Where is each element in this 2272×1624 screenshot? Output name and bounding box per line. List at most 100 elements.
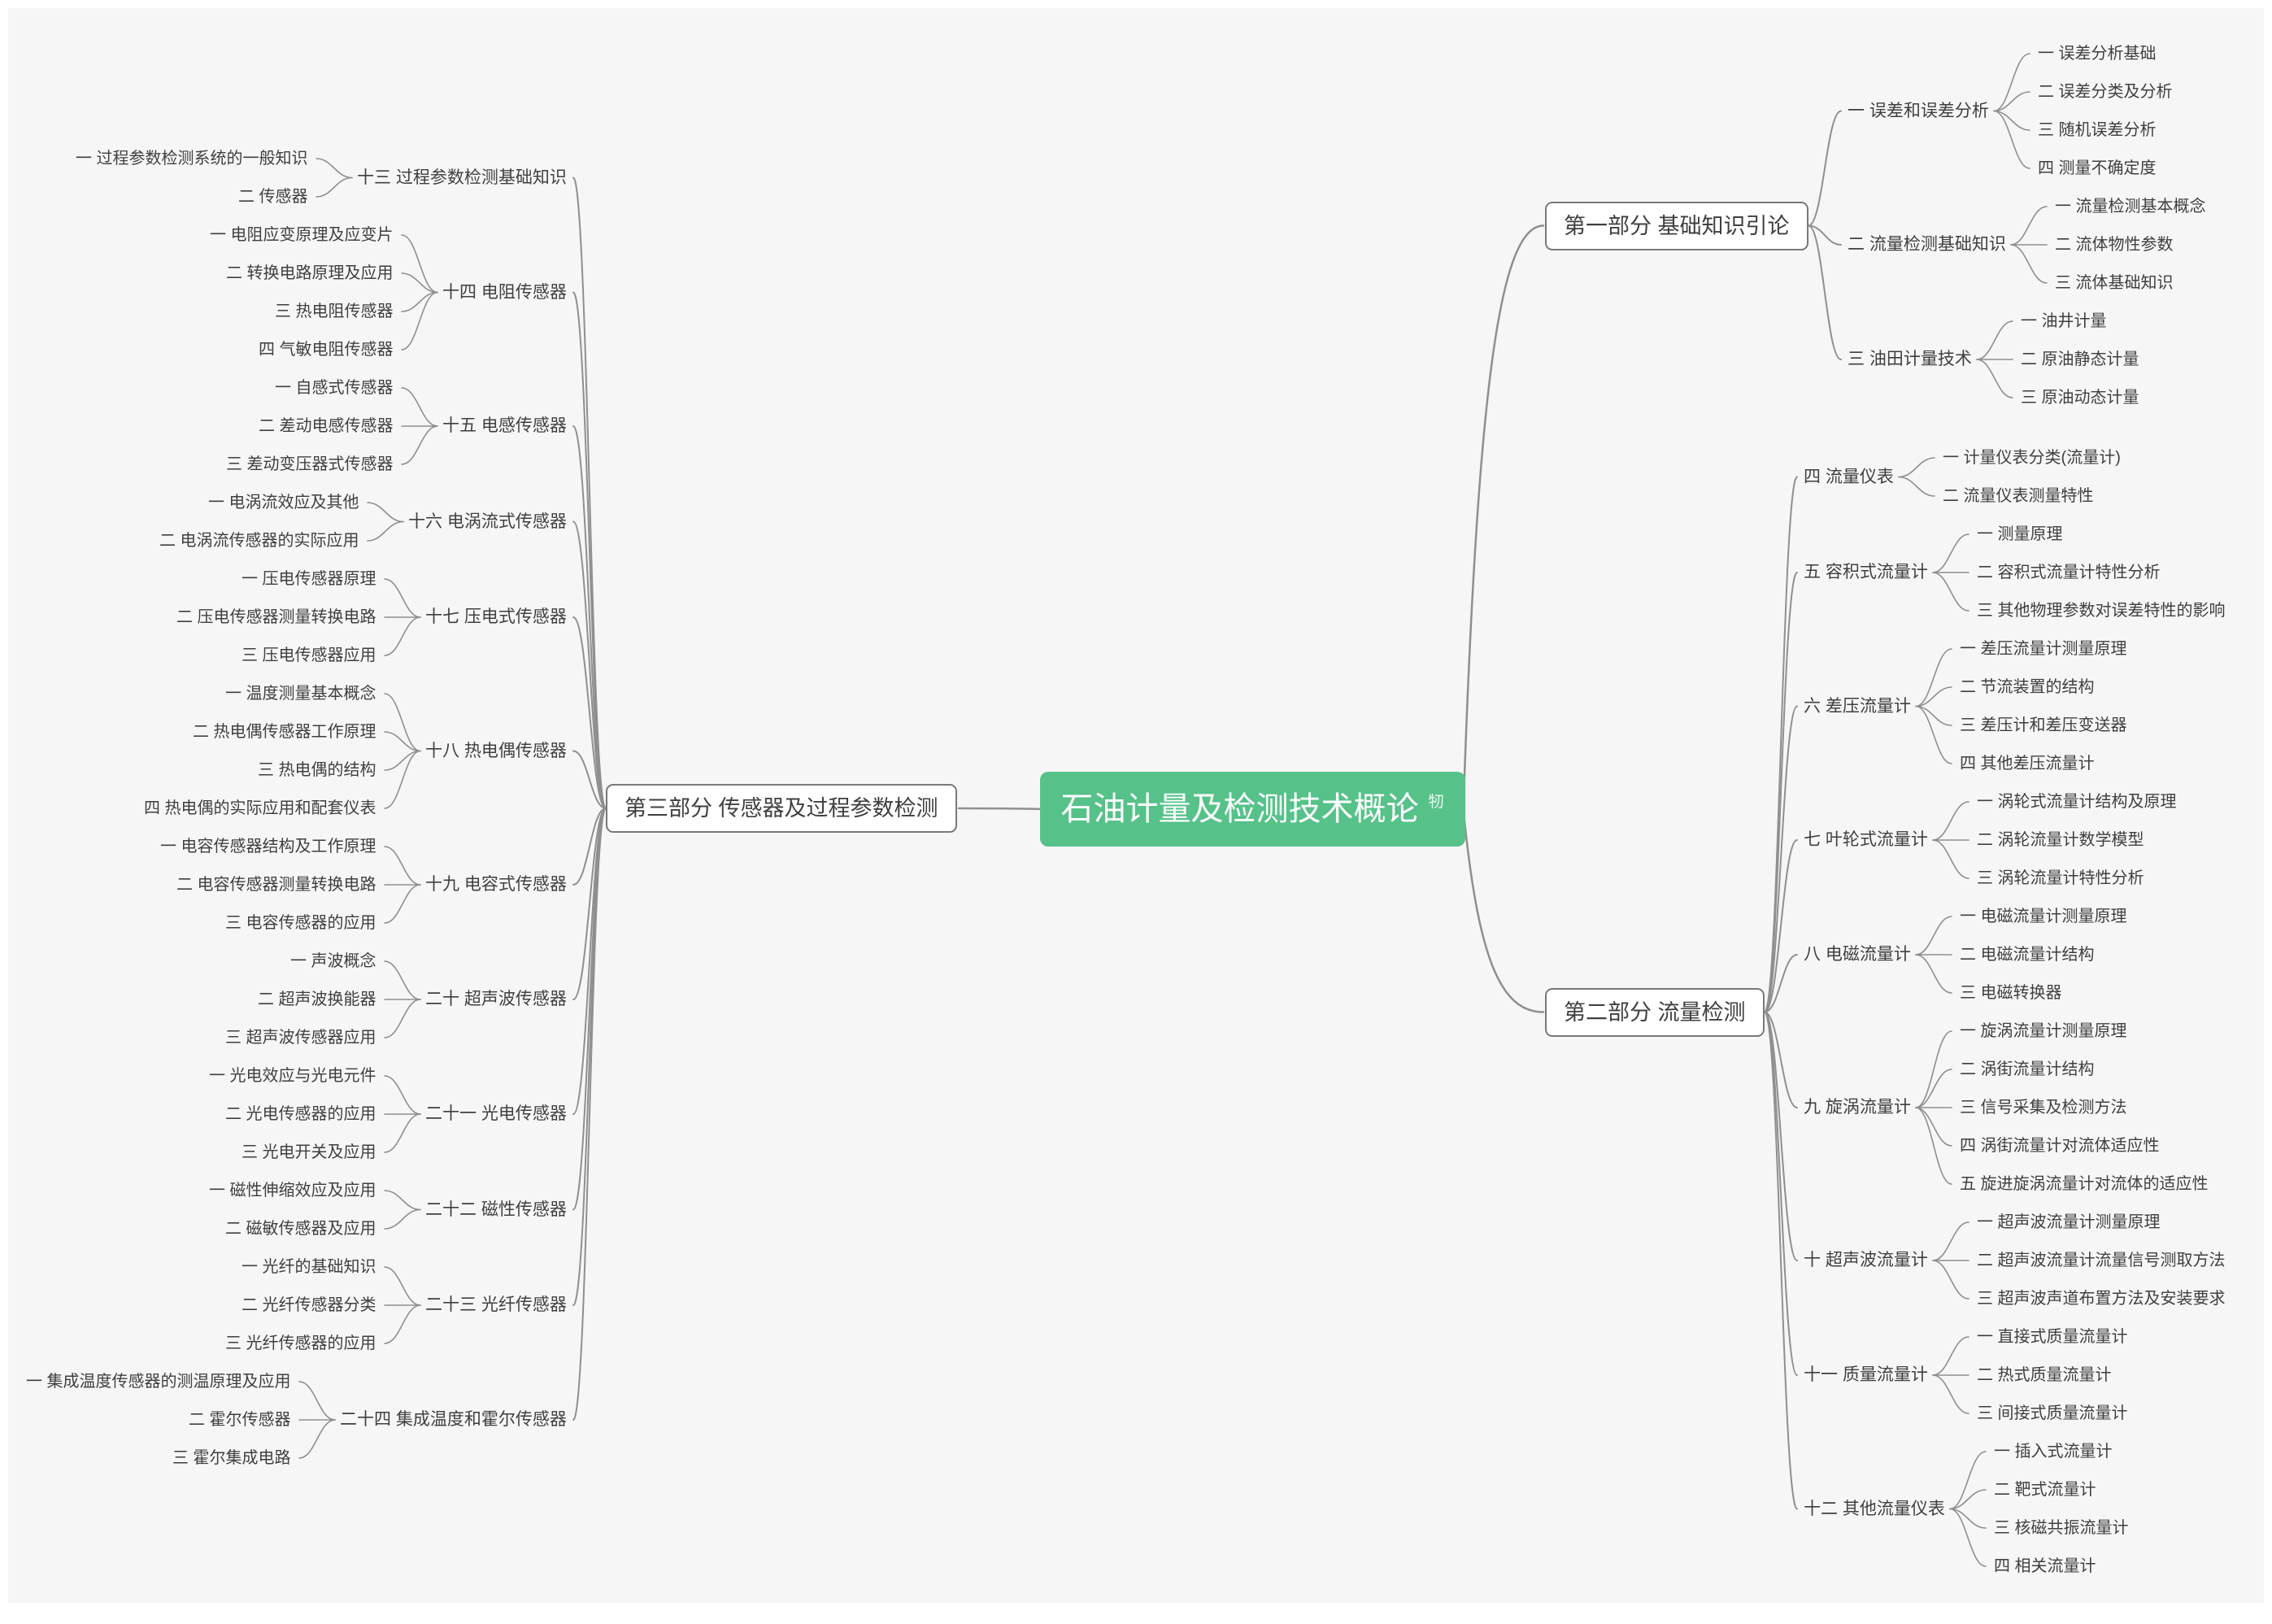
chapter-topic[interactable]: 四 流量仪表: [1804, 467, 1894, 486]
leaf-topic[interactable]: 一 温度测量基本概念: [225, 685, 376, 703]
leaf-topic[interactable]: 二 电容传感器测量转换电路: [176, 876, 376, 894]
leaf-topic[interactable]: 一 磁性伸缩效应及应用: [209, 1182, 376, 1199]
root-topic[interactable]: 石油计量及检测技术概论牣: [1039, 772, 1465, 847]
leaf-topic[interactable]: 一 集成温度传感器的测温原理及应用: [26, 1373, 291, 1391]
leaf-topic[interactable]: 三 差动变压器式传感器: [226, 455, 394, 473]
leaf-topic[interactable]: 二 电涡流传感器的实际应用: [159, 532, 359, 550]
leaf-topic[interactable]: 五 旋进旋涡流量计对流体的适应性: [1960, 1175, 2209, 1193]
leaf-topic[interactable]: 二 流量仪表测量特性: [1943, 487, 2094, 505]
leaf-topic[interactable]: 二 涡街流量计结构: [1960, 1060, 2095, 1078]
leaf-topic[interactable]: 三 超声波声道布置方法及安装要求: [1977, 1290, 2226, 1308]
chapter-topic[interactable]: 十一 质量流量计: [1804, 1365, 1928, 1384]
leaf-topic[interactable]: 二 光电传感器的应用: [225, 1105, 376, 1123]
leaf-topic[interactable]: 一 涡轮式流量计结构及原理: [1977, 793, 2177, 811]
leaf-topic[interactable]: 一 电磁流量计测量原理: [1960, 908, 2127, 925]
leaf-topic[interactable]: 二 光纤传感器分类: [242, 1296, 376, 1314]
part-topic-2[interactable]: 第二部分 流量检测: [1545, 987, 1765, 1037]
leaf-topic[interactable]: 三 原油动态计量: [2021, 389, 2139, 407]
leaf-topic[interactable]: 三 压电传感器应用: [242, 647, 376, 664]
leaf-topic[interactable]: 二 电磁流量计结构: [1960, 946, 2095, 964]
leaf-topic[interactable]: 一 油井计量: [2021, 312, 2107, 330]
chapter-topic[interactable]: 二十四 集成温度和霍尔传感器: [340, 1410, 567, 1429]
leaf-topic[interactable]: 三 光电开关及应用: [242, 1143, 376, 1161]
leaf-topic[interactable]: 二 流体物性参数: [2055, 236, 2174, 254]
leaf-topic[interactable]: 一 超声波流量计测量原理: [1977, 1213, 2161, 1231]
chapter-topic[interactable]: 二 流量检测基础知识: [1848, 235, 2006, 254]
leaf-topic[interactable]: 三 光纤传感器的应用: [225, 1334, 376, 1352]
leaf-topic[interactable]: 四 热电偶的实际应用和配套仪表: [144, 799, 376, 817]
leaf-topic[interactable]: 四 测量不确定度: [2038, 159, 2157, 177]
leaf-topic[interactable]: 一 直接式质量流量计: [1977, 1328, 2128, 1346]
leaf-topic[interactable]: 一 误差分析基础: [2038, 45, 2157, 63]
chapter-topic[interactable]: 九 旋涡流量计: [1804, 1098, 1911, 1117]
leaf-topic[interactable]: 二 超声波流量计流量信号测取方法: [1977, 1252, 2226, 1269]
chapter-topic[interactable]: 五 容积式流量计: [1804, 563, 1928, 581]
leaf-topic[interactable]: 一 过程参数检测系统的一般知识: [76, 150, 308, 168]
leaf-topic[interactable]: 二 热电偶传感器工作原理: [193, 723, 376, 741]
leaf-topic[interactable]: 一 旋涡流量计测量原理: [1960, 1022, 2127, 1040]
leaf-topic[interactable]: 二 磁敏传感器及应用: [225, 1220, 376, 1238]
leaf-topic[interactable]: 二 原油静态计量: [2021, 350, 2139, 368]
leaf-topic[interactable]: 一 插入式流量计: [1994, 1443, 2113, 1461]
leaf-topic[interactable]: 二 节流装置的结构: [1960, 678, 2095, 696]
leaf-topic[interactable]: 四 相关流量计: [1994, 1557, 2096, 1575]
leaf-topic[interactable]: 二 转换电路原理及应用: [226, 264, 394, 282]
leaf-topic[interactable]: 一 计量仪表分类(流量计): [1943, 449, 2121, 467]
leaf-topic[interactable]: 三 热电阻传感器: [275, 303, 394, 320]
part-topic-1[interactable]: 第一部分 基础知识引论: [1545, 201, 1808, 250]
leaf-topic[interactable]: 二 靶式流量计: [1994, 1481, 2096, 1499]
leaf-topic[interactable]: 三 流体基础知识: [2055, 274, 2174, 292]
chapter-topic[interactable]: 七 叶轮式流量计: [1804, 830, 1928, 849]
chapter-topic[interactable]: 十二 其他流量仪表: [1804, 1499, 1945, 1518]
part-topic-3[interactable]: 第三部分 传感器及过程参数检测: [606, 784, 957, 833]
leaf-topic[interactable]: 一 流量检测基本概念: [2055, 198, 2206, 216]
leaf-topic[interactable]: 二 容积式流量计特性分析: [1977, 564, 2161, 581]
leaf-topic[interactable]: 四 其他差压流量计: [1960, 755, 2095, 773]
chapter-topic[interactable]: 六 差压流量计: [1804, 696, 1911, 716]
chapter-topic[interactable]: 十三 过程参数检测基础知识: [357, 168, 567, 187]
chapter-topic[interactable]: 十九 电容式传感器: [425, 875, 567, 894]
leaf-topic[interactable]: 三 电容传感器的应用: [225, 914, 376, 932]
chapter-topic[interactable]: 二十三 光纤传感器: [425, 1295, 567, 1314]
leaf-topic[interactable]: 二 超声波换能器: [258, 991, 376, 1008]
leaf-topic[interactable]: 二 霍尔传感器: [189, 1411, 291, 1429]
leaf-topic[interactable]: 二 误差分类及分析: [2038, 83, 2173, 101]
chapter-topic[interactable]: 二十一 光电传感器: [425, 1104, 567, 1123]
chapter-topic[interactable]: 十 超声波流量计: [1804, 1251, 1928, 1269]
leaf-topic[interactable]: 二 涡轮流量计数学模型: [1977, 831, 2144, 849]
leaf-topic[interactable]: 三 涡轮流量计特性分析: [1977, 869, 2144, 887]
leaf-topic[interactable]: 三 间接式质量流量计: [1977, 1404, 2128, 1422]
chapter-topic[interactable]: 十八 热电偶传感器: [425, 741, 567, 760]
chapter-topic[interactable]: 十六 电涡流式传感器: [408, 512, 567, 531]
leaf-topic[interactable]: 三 随机误差分析: [2038, 121, 2157, 139]
leaf-topic[interactable]: 一 自感式传感器: [275, 379, 394, 397]
chapter-topic[interactable]: 十七 压电式传感器: [425, 607, 567, 626]
chapter-topic[interactable]: 二十二 磁性传感器: [425, 1199, 567, 1219]
leaf-topic[interactable]: 三 信号采集及检测方法: [1960, 1099, 2127, 1117]
chapter-topic[interactable]: 三 油田计量技术: [1848, 350, 1972, 368]
chapter-topic[interactable]: 二十 超声波传感器: [425, 990, 567, 1008]
leaf-topic[interactable]: 一 光电效应与光电元件: [209, 1067, 376, 1085]
chapter-topic[interactable]: 八 电磁流量计: [1804, 945, 1911, 964]
leaf-topic[interactable]: 二 压电传感器测量转换电路: [176, 608, 376, 626]
leaf-topic[interactable]: 一 电阻应变原理及应变片: [210, 226, 394, 244]
leaf-topic[interactable]: 二 传感器: [238, 188, 308, 206]
leaf-topic[interactable]: 三 超声波传感器应用: [225, 1029, 376, 1047]
leaf-topic[interactable]: 一 声波概念: [290, 952, 376, 970]
leaf-topic[interactable]: 一 电容传感器结构及工作原理: [160, 838, 376, 856]
leaf-topic[interactable]: 三 核磁共振流量计: [1994, 1519, 2129, 1537]
leaf-topic[interactable]: 三 热电偶的结构: [258, 761, 376, 779]
chapter-topic[interactable]: 十五 电感传感器: [442, 416, 567, 435]
leaf-topic[interactable]: 二 差动电感传感器: [259, 417, 394, 435]
leaf-topic[interactable]: 三 霍尔集成电路: [172, 1449, 291, 1467]
leaf-topic[interactable]: 一 电涡流效应及其他: [208, 494, 359, 512]
leaf-topic[interactable]: 一 光纤的基础知识: [242, 1258, 376, 1276]
leaf-topic[interactable]: 一 差压流量计测量原理: [1960, 640, 2127, 658]
leaf-topic[interactable]: 三 其他物理参数对误差特性的影响: [1977, 602, 2226, 620]
leaf-topic[interactable]: 一 压电传感器原理: [242, 570, 376, 588]
chapter-topic[interactable]: 一 误差和误差分析: [1848, 101, 1989, 120]
leaf-topic[interactable]: 四 涡街流量计对流体适应性: [1960, 1137, 2160, 1155]
leaf-topic[interactable]: 二 热式质量流量计: [1977, 1366, 2112, 1384]
leaf-topic[interactable]: 一 测量原理: [1977, 525, 2063, 543]
leaf-topic[interactable]: 三 电磁转换器: [1960, 984, 2062, 1002]
